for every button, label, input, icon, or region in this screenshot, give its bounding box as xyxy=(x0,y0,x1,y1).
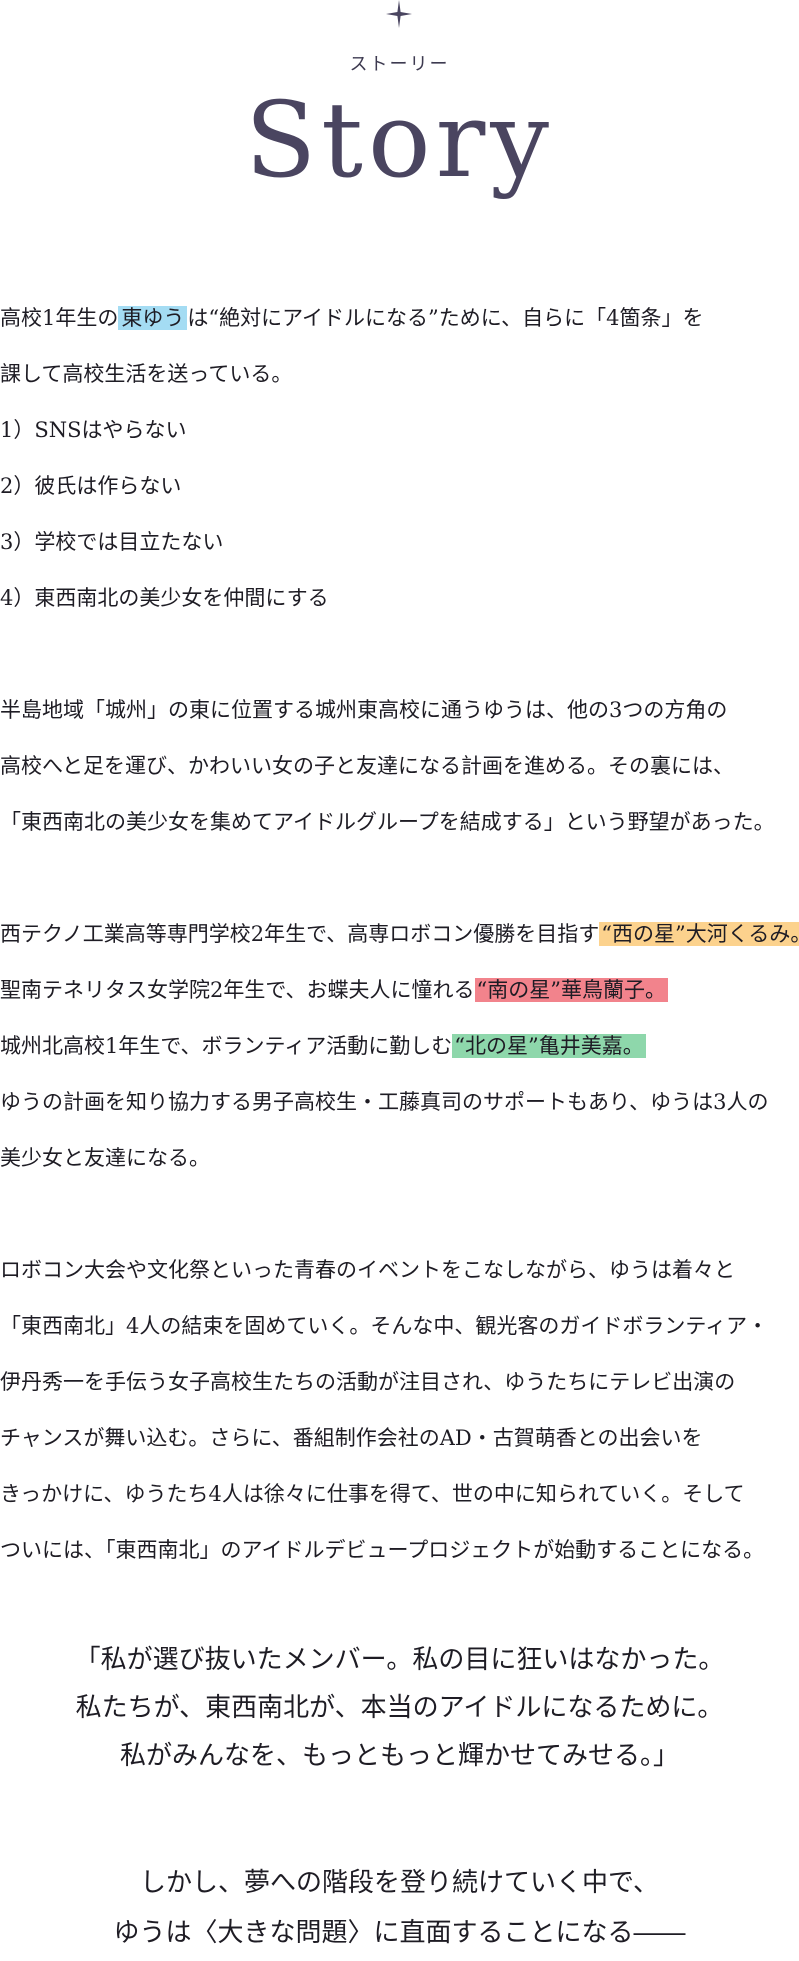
plan-line: 高校へと足を運び、かわいい女の子と友達になる計画を進める。その裏には、 xyxy=(0,754,734,778)
story-quote: 「私が選び抜いたメンバー。私の目に狂いはなかった。 私たちが、東西南北が、本当の… xyxy=(0,1636,799,1780)
story-body: 高校1年生の東ゆうは“絶対にアイドルになる”ために、自らに「4箇条」を 課して高… xyxy=(0,290,799,1578)
events-line: チャンスが舞い込む。さらに、番組制作会社のAD・古賀萌香との出会いを xyxy=(0,1426,703,1450)
rule-item: 2）彼氏は作らない xyxy=(0,474,182,498)
quote-line: 私たちが、東西南北が、本当のアイドルになるために。 xyxy=(75,1693,724,1723)
intro-line-2: 課して高校生活を送っている。 xyxy=(0,362,293,386)
member-north-desc: 城州北高校1年生で、ボランティア活動に勤しむ xyxy=(0,1034,453,1058)
quote-line: 私がみんなを、もっともっと輝かせてみせる。」 xyxy=(119,1741,679,1771)
support-line: 美少女と友達になる。 xyxy=(0,1146,210,1170)
south-name-highlight: “南の星”華鳥蘭子。 xyxy=(474,978,669,1002)
story-ending: しかし、夢への階段を登り続けていく中で、 ゆうは〈大きな問題〉に直面することにな… xyxy=(0,1858,799,1958)
north-name-highlight: “北の星”亀井美嘉。 xyxy=(452,1034,646,1058)
events-line: きっかけに、ゆうたち4人は徐々に仕事を得て、世の中に知られていく。そして xyxy=(0,1482,745,1506)
member-west-line: 西テクノ工業高等専門学校2年生で、高専ロボコン優勝を目指す“西の星”大河くるみ。 xyxy=(0,906,799,962)
east-name-highlight: 東ゆう xyxy=(118,306,188,330)
section-title: Story xyxy=(244,79,555,201)
rule-item: 3）学校では目立たない xyxy=(0,530,224,554)
member-west-desc: 西テクノ工業高等専門学校2年生で、高専ロボコン優勝を目指す xyxy=(0,922,600,946)
events-line: 伊丹秀一を手伝う女子高校生たちの活動が注目され、ゆうたちにテレビ出演の xyxy=(0,1370,736,1394)
intro-text-pre: 高校1年生の xyxy=(0,306,119,330)
ending-line: しかし、夢への階段を登り続けていく中で、 xyxy=(140,1868,659,1898)
intro-text-post: は“絶対にアイドルになる”ために、自らに「4箇条」を xyxy=(187,306,704,330)
plan-line: 「東西南北の美少女を集めてアイドルグループを結成する」という野望があった。 xyxy=(0,810,775,834)
quote-line: 「私が選び抜いたメンバー。私の目に狂いはなかった。 xyxy=(74,1645,725,1675)
member-south-line: 聖南テネリタス女学院2年生で、お蝶夫人に憧れる“南の星”華鳥蘭子。 xyxy=(0,962,799,1018)
member-south-desc: 聖南テネリタス女学院2年生で、お蝶夫人に憧れる xyxy=(0,978,475,1002)
west-name-highlight: “西の星”大河くるみ。 xyxy=(599,922,799,946)
section-kana-title: ストーリー xyxy=(349,54,450,75)
events-line: ついには、「東西南北」のアイドルデビュープロジェクトが始動することになる。 xyxy=(0,1538,765,1562)
support-line: ゆうの計画を知り協力する男子高校生・工藤真司のサポートもあり、ゆうは3人の xyxy=(0,1090,769,1114)
member-north-line: 城州北高校1年生で、ボランティア活動に勤しむ“北の星”亀井美嘉。 xyxy=(0,1018,799,1074)
ending-line: ゆうは〈大きな問題〉に直面することになる―― xyxy=(113,1918,686,1948)
rule-item: 1）SNSはやらない xyxy=(0,418,187,442)
events-line: ロボコン大会や文化祭といった青春のイベントをこなしながら、ゆうは着々と xyxy=(0,1258,735,1282)
intro-line-1: 高校1年生の東ゆうは“絶対にアイドルになる”ために、自らに「4箇条」を xyxy=(0,290,799,346)
plan-line: 半島地域「城州」の東に位置する城州東高校に通うゆうは、他の3つの方角の xyxy=(0,698,728,722)
sparkle-icon xyxy=(386,0,412,28)
events-line: 「東西南北」4人の結束を固めていく。そんな中、観光客のガイドボランティア・ xyxy=(0,1314,769,1338)
rule-item: 4）東西南北の美少女を仲間にする xyxy=(0,586,329,610)
